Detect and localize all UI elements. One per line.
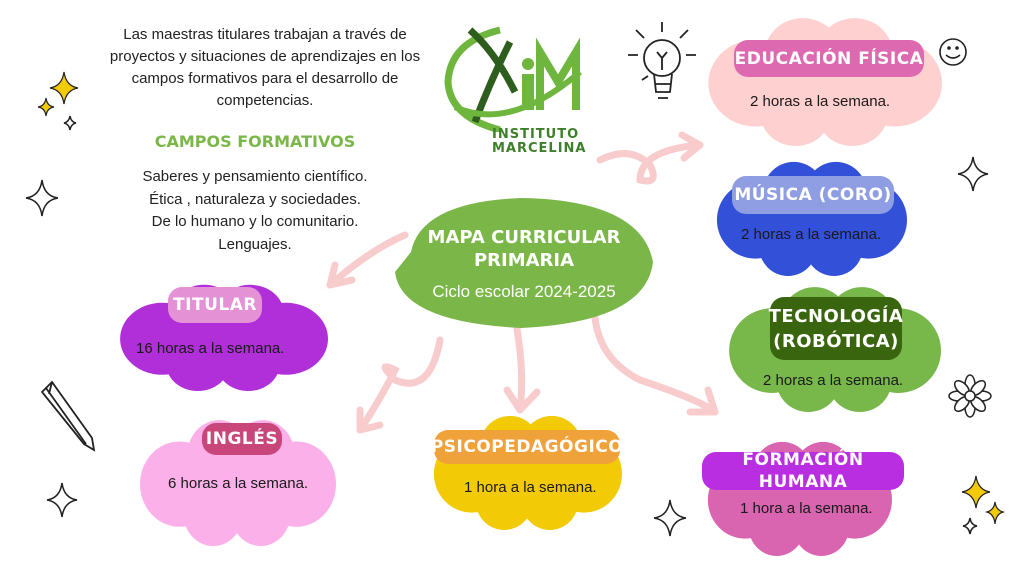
sparkle-icon — [37, 71, 1006, 525]
musica-hours: 2 horas a la semana. — [741, 226, 882, 243]
arrow-to-psico-head — [503, 386, 541, 414]
cloud-tecnologia: TECNOLOGÍA (ROBÓTICA) 2 horas a la seman… — [727, 285, 941, 412]
arrow-to-psico — [511, 314, 526, 414]
campo-item: De lo humano y lo comunitario. — [151, 213, 359, 230]
arrow-to-titular — [326, 231, 409, 289]
campos-formativos-title: CAMPOS FORMATIVOS — [154, 132, 356, 151]
cloud-shape — [708, 18, 942, 146]
sparkle-outline-icon — [25, 115, 989, 537]
logo-text: INSTITUTO MARCELINA — [492, 128, 587, 156]
logo-line1: INSTITUTO — [492, 127, 580, 142]
cloud-musica: MÚSICA (CORO) 2 horas a la semana. — [715, 160, 907, 276]
campo-item: Lenguajes. — [218, 235, 292, 253]
institute-logo — [444, 26, 582, 132]
tecnologia-hours: 2 horas a la semana. — [763, 372, 904, 389]
psicopedagogico-label: PSICOPEDAGÓGICO — [431, 430, 623, 464]
titular-label: TITULAR — [168, 287, 262, 323]
central-title: MAPA CURRICULAR PRIMARIA — [427, 227, 621, 271]
arrow-to-titular-head — [326, 261, 356, 289]
arrow-to-edfisica-head — [678, 131, 704, 162]
flower-icon — [948, 374, 992, 418]
intro-text: Las maestras titulares trabajan a través… — [109, 26, 421, 109]
musica-label: MÚSICA (CORO) — [732, 176, 894, 214]
arrow-to-tecnologia — [591, 314, 719, 416]
pencil-icon — [40, 380, 96, 452]
titular-hours: 16 horas a la semana. — [136, 340, 285, 357]
arrow-to-edfisica — [596, 141, 704, 185]
central-subtitle: Ciclo escolar 2024-2025 — [432, 282, 616, 301]
logo-line2: MARCELINA — [492, 141, 587, 156]
smiley-icon — [939, 38, 967, 66]
central-node: MAPA CURRICULAR PRIMARIA Ciclo escolar 2… — [391, 192, 657, 332]
cloud-educacion-fisica: EDUCACIÓN FÍSICA 2 horas a la semana. — [706, 16, 942, 146]
psicopedagogico-hours: 1 hora a la semana. — [464, 479, 597, 496]
central-ellipse — [395, 198, 653, 328]
campos-formativos-list: Saberes y pensamiento científico. Ética … — [100, 166, 410, 256]
lightbulb-icon — [628, 22, 696, 99]
educacion-fisica-label: EDUCACIÓN FÍSICA — [734, 40, 924, 77]
ingles-label: INGLÉS — [202, 423, 282, 455]
tecnologia-label: TECNOLOGÍA (ROBÓTICA) — [769, 297, 903, 360]
arrow-to-tecnologia-head — [686, 386, 719, 416]
cloud-psicopedagogico: PSICOPEDAGÓGICO 1 hora a la semana. — [431, 414, 623, 530]
campo-item: Ética , naturaleza y sociedades. — [149, 190, 361, 208]
arrow-to-ingles-head — [356, 406, 384, 434]
cloud-formacion-humana: FORMACIÓN HUMANA 1 hora a la semana. — [702, 440, 904, 556]
arrow-to-ingles — [356, 336, 444, 434]
cloud-titular: TITULAR 16 horas a la semana. — [118, 283, 328, 391]
ingles-hours: 6 horas a la semana. — [168, 475, 309, 492]
cloud-ingles: INGLÉS 6 horas a la semana. — [138, 418, 336, 546]
educacion-fisica-hours: 2 horas a la semana. — [750, 93, 891, 110]
formacion-humana-label: FORMACIÓN HUMANA — [702, 450, 904, 492]
campo-item: Saberes y pensamiento científico. — [142, 168, 368, 185]
formacion-humana-hours: 1 hora a la semana. — [740, 500, 873, 517]
